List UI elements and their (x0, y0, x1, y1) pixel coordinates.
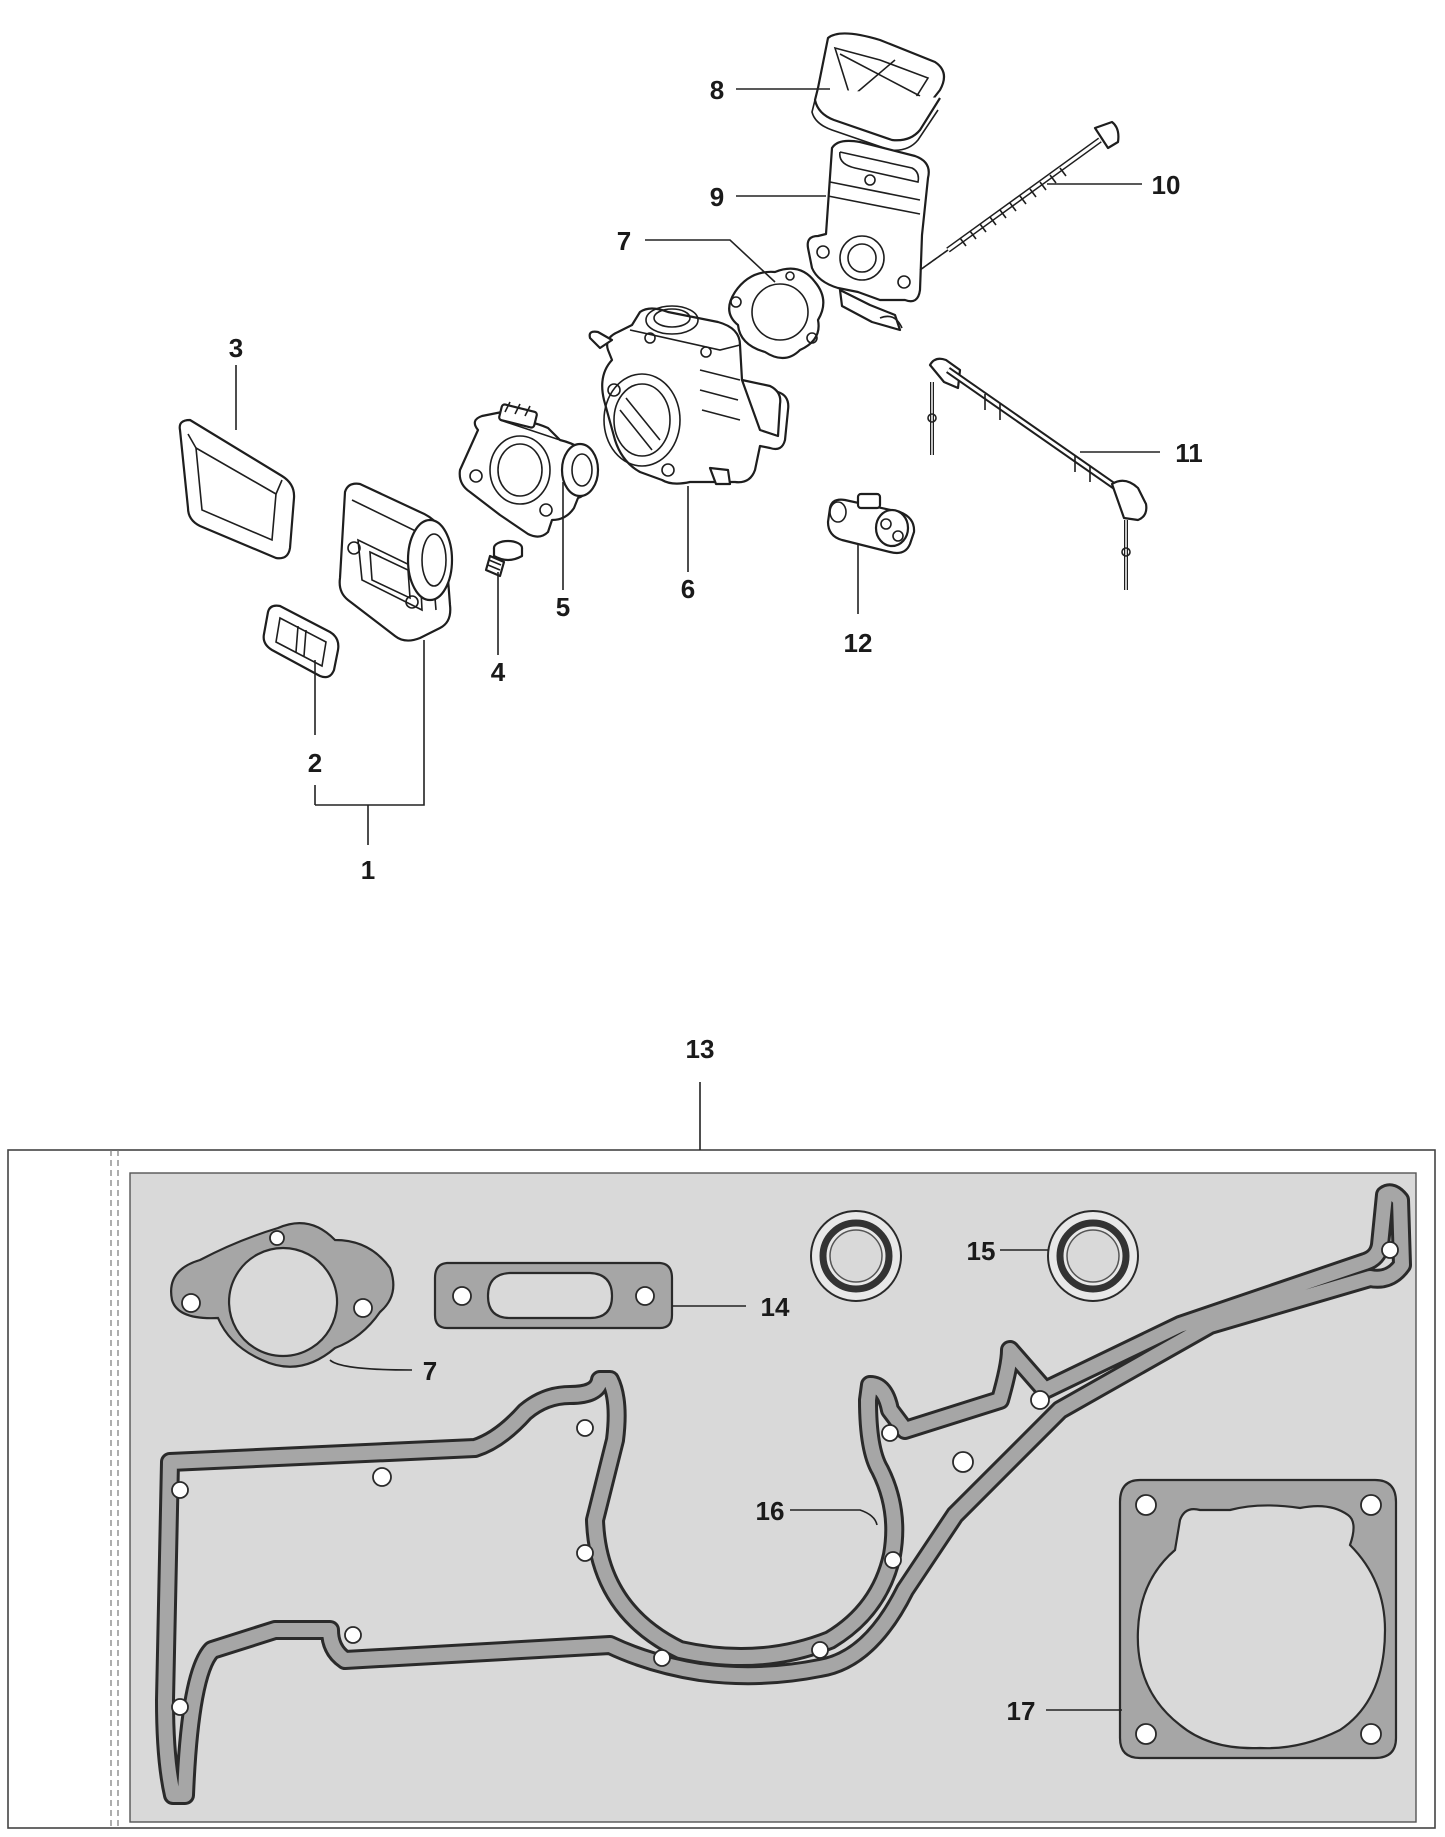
callout-8: 8 (710, 75, 724, 105)
part-7-carburetor-gasket (728, 267, 825, 360)
callout-12: 12 (844, 628, 873, 658)
kit-part-15-seal-left (810, 1210, 902, 1302)
part-1-intake-block (338, 482, 454, 642)
callout-11: 11 (1175, 438, 1203, 468)
leader-lines-kit (329, 1249, 1122, 1711)
kit-part-17-cylinder-gasket (1118, 1478, 1398, 1760)
part-3-filter-frame (178, 418, 296, 560)
callout-5: 5 (556, 592, 570, 622)
callout-7-top: 7 (617, 226, 631, 256)
leader-lines-upper (235, 88, 1160, 845)
part-10-long-screw (919, 120, 1120, 271)
kit-part-16-crankcase-gasket (155, 1183, 1412, 1805)
callout-2: 2 (308, 748, 322, 778)
callout-labels: 1 2 3 4 5 6 7 8 9 10 11 12 13 14 15 16 7… (229, 75, 1203, 1726)
callout-16: 16 (756, 1496, 785, 1526)
callout-1: 1 (361, 855, 375, 885)
part-6-carburetor (588, 305, 790, 486)
callout-10: 10 (1152, 170, 1181, 200)
kit-part-14-exhaust-gasket (433, 1261, 674, 1330)
callout-9: 9 (710, 182, 724, 212)
callout-4: 4 (491, 657, 506, 687)
callout-17: 17 (1007, 1696, 1036, 1726)
part-2-reed-gasket (262, 604, 340, 679)
part-12-coupling (826, 492, 916, 555)
callout-6: 6 (681, 574, 695, 604)
callout-13: 13 (686, 1034, 715, 1064)
callout-14: 14 (761, 1292, 790, 1322)
gasket-kit (7, 1082, 1436, 1829)
kit-part-15-seal-right (1047, 1210, 1139, 1302)
part-8-intake-boot (811, 32, 946, 152)
part-5-intake-flange (458, 401, 600, 538)
part-11-control-rod (927, 357, 1148, 590)
callout-15: 15 (967, 1236, 996, 1266)
part-4-bolt (484, 539, 524, 578)
part-9-intake-elbow (806, 139, 930, 332)
callout-7-kit: 7 (423, 1356, 437, 1386)
kit-part-7-gasket (170, 1222, 395, 1368)
callout-3: 3 (229, 333, 243, 363)
